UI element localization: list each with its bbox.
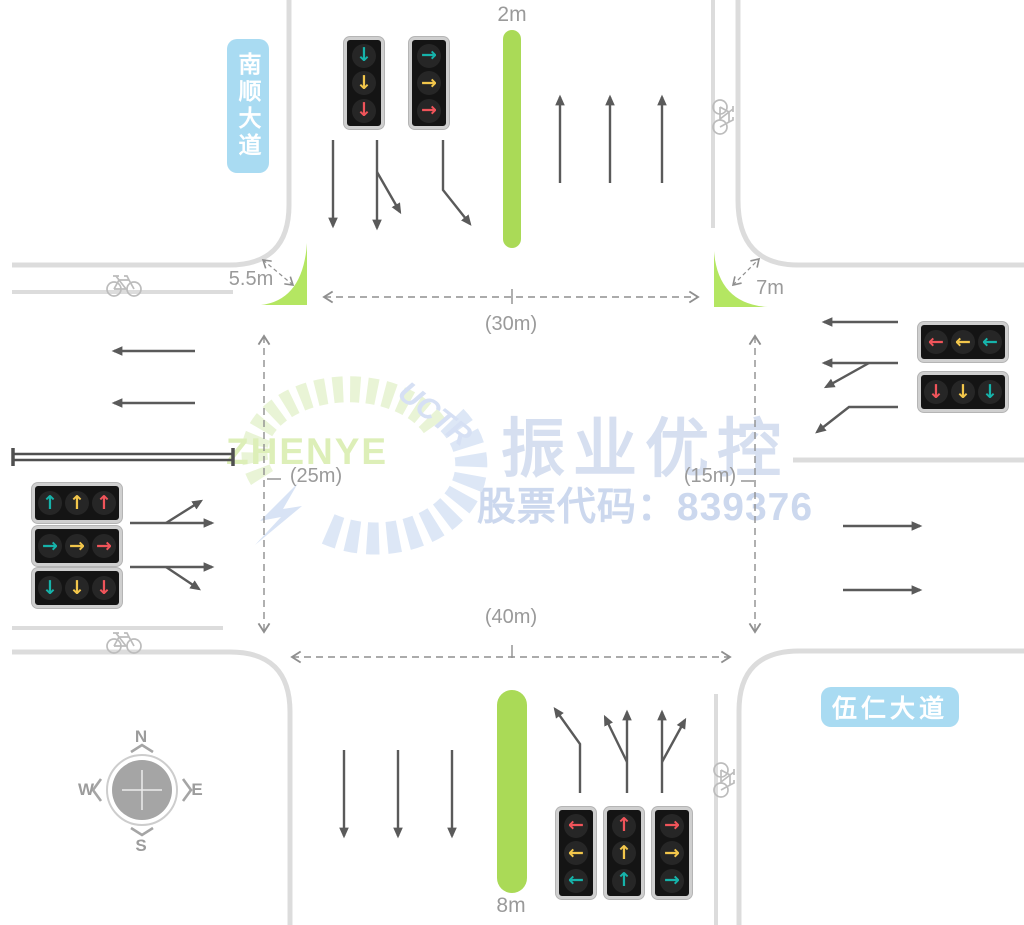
lane-arrow-branch xyxy=(165,499,204,525)
signal-lens-yellow-right-arrow: → xyxy=(65,534,89,558)
dim-line-ne-radius xyxy=(731,257,761,287)
signal-lens-teal-down-arrow: ↓ xyxy=(978,380,1002,404)
compass xyxy=(91,743,193,837)
south-west-curb xyxy=(12,649,293,925)
lane-arrow-turn xyxy=(815,405,898,434)
compass-north-chevron xyxy=(130,743,154,754)
signal-head-east-2: ↓ ↓ ↓ xyxy=(918,372,1008,412)
signal-head-west-1: ↑ ↑ ↑ xyxy=(32,483,122,523)
north-median-strip xyxy=(503,30,521,248)
signal-lens-teal-up-arrow: ↑ xyxy=(38,491,62,515)
compass-label-north: N xyxy=(134,727,148,746)
signal-lens-red-right-arrow: → xyxy=(417,98,441,123)
signal-head-south-1: ← ← ← xyxy=(556,807,596,899)
compass-label-south: S xyxy=(135,836,147,855)
road-label-nanshun-avenue: 南顺大道 xyxy=(227,39,269,173)
signal-head-north-1: ↓ ↓ ↓ xyxy=(344,37,384,129)
signal-head-north-2: → → → xyxy=(409,37,449,129)
dim-label-south-median: 8m xyxy=(496,894,526,917)
signal-lens-red-left-arrow: ← xyxy=(924,330,948,354)
signal-lens-red-down-arrow: ↓ xyxy=(924,380,948,404)
signal-lens-red-down-arrow: ↓ xyxy=(352,98,376,123)
nw-corner-wedge xyxy=(261,243,307,305)
lane-arrows xyxy=(111,94,923,839)
lane-arrow-branch xyxy=(660,717,687,763)
south-median-strip xyxy=(497,690,527,893)
dim-label-south-leg-width: (40m) xyxy=(484,606,538,628)
dim-label-west-leg-width: (25m) xyxy=(289,465,343,487)
signal-head-west-3: ↓ ↓ ↓ xyxy=(32,568,122,608)
compass-east-chevron xyxy=(181,778,193,802)
signal-lens-yellow-left-arrow: ← xyxy=(564,841,588,865)
north-east-curb xyxy=(735,0,1024,268)
lane-arrow-branch xyxy=(603,714,629,763)
compass-label-east: E xyxy=(191,780,203,799)
signal-lens-red-up-arrow: ↑ xyxy=(612,813,636,838)
dim-label-east-leg-width: (15m) xyxy=(683,465,737,487)
signal-lens-yellow-right-arrow: → xyxy=(660,841,684,865)
signal-lens-yellow-right-arrow: → xyxy=(417,71,441,95)
compass-label-west: W xyxy=(77,780,95,799)
signal-lens-teal-down-arrow: ↓ xyxy=(38,576,62,600)
signal-lens-yellow-down-arrow: ↓ xyxy=(65,576,89,600)
signal-lens-teal-right-arrow: → xyxy=(417,43,441,68)
signal-lens-teal-right-arrow: → xyxy=(660,868,684,893)
signal-lens-yellow-up-arrow: ↑ xyxy=(65,491,89,515)
dim-label-north-leg-width: (30m) xyxy=(484,313,538,335)
dim-label-ne-radius: 7m xyxy=(756,277,784,299)
logo-flash xyxy=(255,483,302,545)
signal-lens-teal-up-arrow: ↑ xyxy=(612,868,636,893)
signal-lens-red-down-arrow: ↓ xyxy=(92,576,116,600)
signal-lens-yellow-down-arrow: ↓ xyxy=(352,71,376,95)
signal-head-south-3: → → → xyxy=(652,807,692,899)
lane-arrow-branch xyxy=(165,566,201,591)
signal-lens-teal-right-arrow: → xyxy=(38,534,62,558)
signal-head-east-1: ← ← ← xyxy=(918,322,1008,362)
road-label-wuren-avenue: 伍仁大道 xyxy=(821,687,959,727)
signal-lens-teal-left-arrow: ← xyxy=(978,330,1002,354)
signal-head-south-2: ↑ ↑ ↑ xyxy=(604,807,644,899)
dimension-lines xyxy=(257,257,762,664)
bicycle-icon xyxy=(712,99,734,135)
road-edges xyxy=(12,0,1024,925)
signal-head-west-2: → → → xyxy=(32,526,122,566)
compass-west-chevron xyxy=(91,778,103,802)
north-west-curb xyxy=(12,0,292,268)
signal-lens-red-left-arrow: ← xyxy=(564,813,588,838)
signal-lens-red-right-arrow: → xyxy=(660,813,684,838)
compass-south-chevron xyxy=(130,826,154,837)
signal-lens-red-right-arrow: → xyxy=(92,534,116,558)
signal-lens-teal-down-arrow: ↓ xyxy=(352,43,376,68)
signal-lens-teal-left-arrow: ← xyxy=(564,868,588,893)
signal-lens-yellow-up-arrow: ↑ xyxy=(612,841,636,865)
lane-arrow-turn xyxy=(553,707,582,793)
signal-lens-yellow-down-arrow: ↓ xyxy=(951,380,975,404)
bicycle-icons xyxy=(106,99,735,798)
signal-lens-red-up-arrow: ↑ xyxy=(92,491,116,515)
lane-arrow-branch xyxy=(823,361,870,389)
green-islands xyxy=(261,30,768,893)
lane-arrow-turn xyxy=(441,140,472,226)
ne-corner-wedge xyxy=(714,251,768,307)
signal-lens-yellow-left-arrow: ← xyxy=(951,330,975,354)
dim-label-nw-radius: 5.5m xyxy=(228,268,274,290)
logo-text-zhenye: ZHENYE xyxy=(226,431,388,472)
lane-arrow-branch xyxy=(375,171,402,215)
watermark-brand-text: 振业优控 xyxy=(501,413,789,485)
south-east-curb xyxy=(736,648,1024,925)
dim-label-north-median: 2m xyxy=(497,3,527,26)
west-median-barrier xyxy=(11,448,235,466)
